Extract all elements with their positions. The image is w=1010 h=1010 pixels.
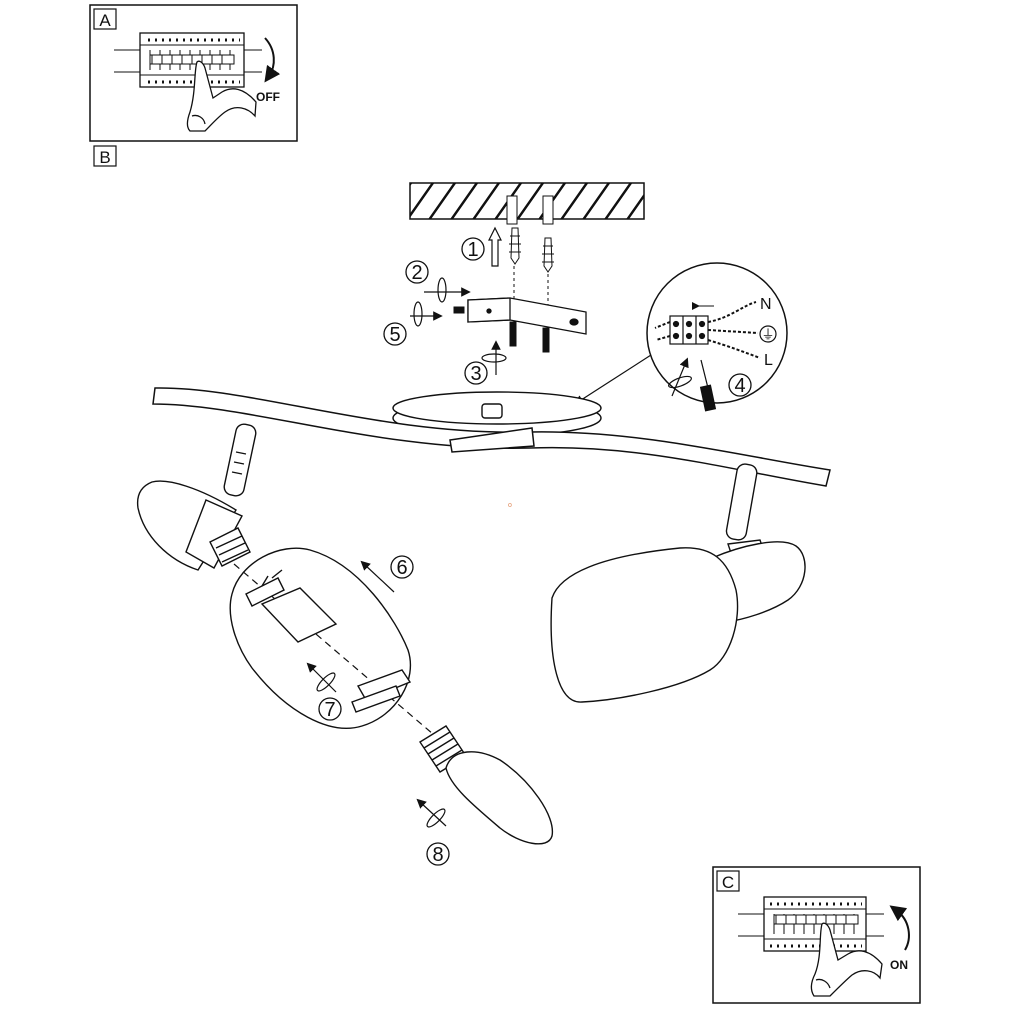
breaker-box-icon	[738, 896, 884, 952]
panel-c-switch-on: C ON	[712, 866, 921, 1004]
rotate-arrow-icon	[306, 662, 337, 693]
breaker-box-icon	[114, 32, 262, 88]
hand-icon	[186, 60, 257, 132]
fixture-bar	[152, 387, 831, 487]
step-5: 5	[383, 322, 407, 346]
center-mark: o	[508, 502, 512, 509]
svg-text:6: 6	[396, 557, 407, 579]
neutral-label: N	[760, 296, 772, 313]
svg-text:4: 4	[734, 375, 745, 397]
assembly-axis	[233, 563, 441, 741]
svg-text:2: 2	[411, 262, 422, 284]
spotlight-right	[550, 463, 806, 703]
lamp-socket-icon	[245, 569, 338, 643]
panel-b-letter: B	[99, 148, 110, 167]
spotlight-left	[136, 423, 257, 571]
svg-text:7: 7	[324, 699, 335, 721]
panel-c-action: ON	[890, 958, 908, 972]
svg-text:5: 5	[389, 324, 400, 346]
panel-a-action: OFF	[256, 90, 280, 104]
hand-icon	[810, 922, 883, 997]
spotlight-exploded	[229, 547, 412, 729]
rotate-arrow-icon	[668, 357, 692, 397]
mounting-bracket	[467, 297, 587, 335]
earth-symbol: ⏚	[761, 327, 774, 342]
step-7: 7	[318, 697, 342, 721]
step-2: 2	[405, 260, 429, 284]
live-label: L	[764, 352, 773, 369]
step-4: 4	[728, 373, 752, 397]
candle-bulb	[419, 725, 554, 845]
svg-text:3: 3	[470, 363, 481, 385]
screwdriver-icon	[699, 359, 717, 412]
rotate-down-arrow-icon	[264, 37, 281, 83]
panel-a-switch-off: A OFF	[89, 4, 298, 142]
step-3: 3	[464, 361, 488, 385]
thread-icon	[209, 527, 251, 567]
terminal-block	[669, 315, 709, 345]
ceiling-canopy	[392, 391, 602, 437]
up-arrow-icon	[488, 226, 502, 267]
rotate-arrow-icon	[410, 277, 507, 375]
svg-text:1: 1	[467, 239, 478, 261]
wiring-detail: N ⏚ L 4	[573, 262, 788, 412]
wall-plug-icon	[509, 227, 554, 273]
panel-c-letter: C	[722, 873, 734, 892]
screw-icon	[453, 306, 550, 353]
step-1: 1	[461, 237, 485, 261]
step-8: 8	[426, 842, 450, 866]
panel-a-letter: A	[99, 11, 111, 30]
svg-text:8: 8	[432, 844, 443, 866]
rotate-arrow-icon	[416, 798, 447, 828]
ceiling	[409, 182, 645, 225]
rotate-up-arrow-icon	[889, 905, 910, 951]
step-6: 6	[360, 555, 414, 593]
